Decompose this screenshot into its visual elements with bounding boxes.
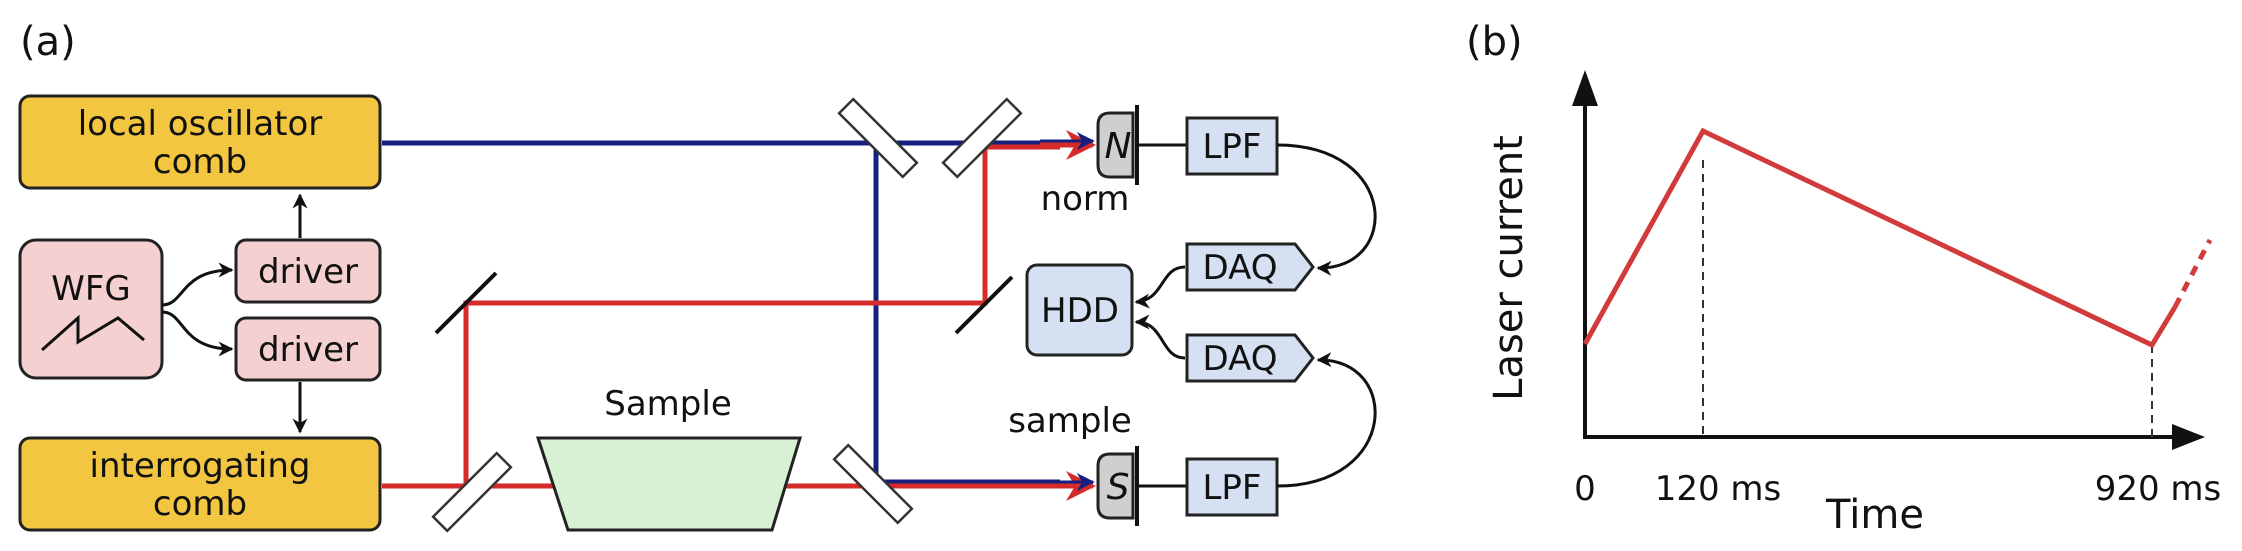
- x-axis-arrow: [2172, 424, 2205, 450]
- beamsplitter-top-left: [837, 97, 919, 179]
- wfg-box: WFG: [18, 238, 164, 380]
- beam-splitters: [431, 97, 1023, 533]
- y-axis-arrow: [1572, 70, 1598, 106]
- sample-cell: Sample: [535, 384, 803, 532]
- detector-sample: S sample: [1008, 401, 1139, 526]
- interrogating-label-2: comb: [153, 484, 247, 524]
- signal-arrows: [1134, 143, 1377, 488]
- laser-current-ramp: [1582, 127, 2178, 349]
- tick-label-120: 120 ms: [1655, 469, 1782, 509]
- lpf-top-label: LPF: [1202, 127, 1261, 167]
- mirror-right: [954, 275, 1014, 335]
- interrogating-label: interrogating: [90, 446, 311, 486]
- hdd-box: HDD: [1025, 263, 1134, 357]
- driver-bottom-label: driver: [258, 330, 358, 370]
- beamsplitter-bottom-left: [431, 451, 513, 533]
- x-axis-label: Time: [1825, 492, 1924, 538]
- lpf-top: LPF: [1137, 116, 1279, 176]
- detector-sample-letter: S: [1107, 467, 1130, 508]
- mirror-left: [434, 271, 498, 335]
- y-axis-label: Laser current: [1486, 135, 1532, 401]
- sawtooth-icon: [41, 314, 145, 352]
- daq-bottom: DAQ: [1185, 333, 1315, 383]
- tick-label-0: 0: [1574, 469, 1596, 509]
- lpf-bottom-label: LPF: [1202, 468, 1261, 508]
- local-oscillator-label: local oscillator: [78, 104, 323, 144]
- local-oscillator-label-2: comb: [153, 142, 247, 182]
- daq-bottom-label: DAQ: [1202, 339, 1277, 379]
- lpf-bottom: LPF: [1137, 457, 1279, 517]
- detector-norm-letter: N: [1105, 126, 1132, 167]
- daq-top: DAQ: [1185, 242, 1315, 292]
- beamsplitter-bottom-right: [832, 443, 914, 525]
- driver-top: driver: [234, 238, 382, 304]
- hdd-label: HDD: [1041, 291, 1119, 331]
- beamsplitter-top-right: [941, 97, 1023, 179]
- sample-detector-label: sample: [1008, 401, 1132, 441]
- sample-label: Sample: [604, 384, 731, 424]
- driver-top-label: driver: [258, 252, 358, 292]
- laser-current-continuation: [2172, 238, 2213, 309]
- ramp-plot: Laser current Time 0 120 ms 920 ms: [1486, 70, 2221, 538]
- panel-b-label: (b): [1466, 19, 1523, 65]
- beam-paths: [382, 130, 1096, 501]
- local-oscillator-comb: local oscillator comb: [18, 94, 382, 190]
- panel-a-label: (a): [20, 19, 76, 65]
- tick-label-920: 920 ms: [2095, 469, 2222, 509]
- norm-label: norm: [1041, 179, 1130, 219]
- interrogating-comb: interrogating comb: [18, 436, 382, 532]
- wfg-label: WFG: [51, 269, 131, 309]
- control-arrows: [161, 193, 308, 434]
- detector-norm: N norm: [1041, 105, 1139, 219]
- daq-top-label: DAQ: [1202, 248, 1277, 288]
- driver-bottom: driver: [234, 316, 382, 382]
